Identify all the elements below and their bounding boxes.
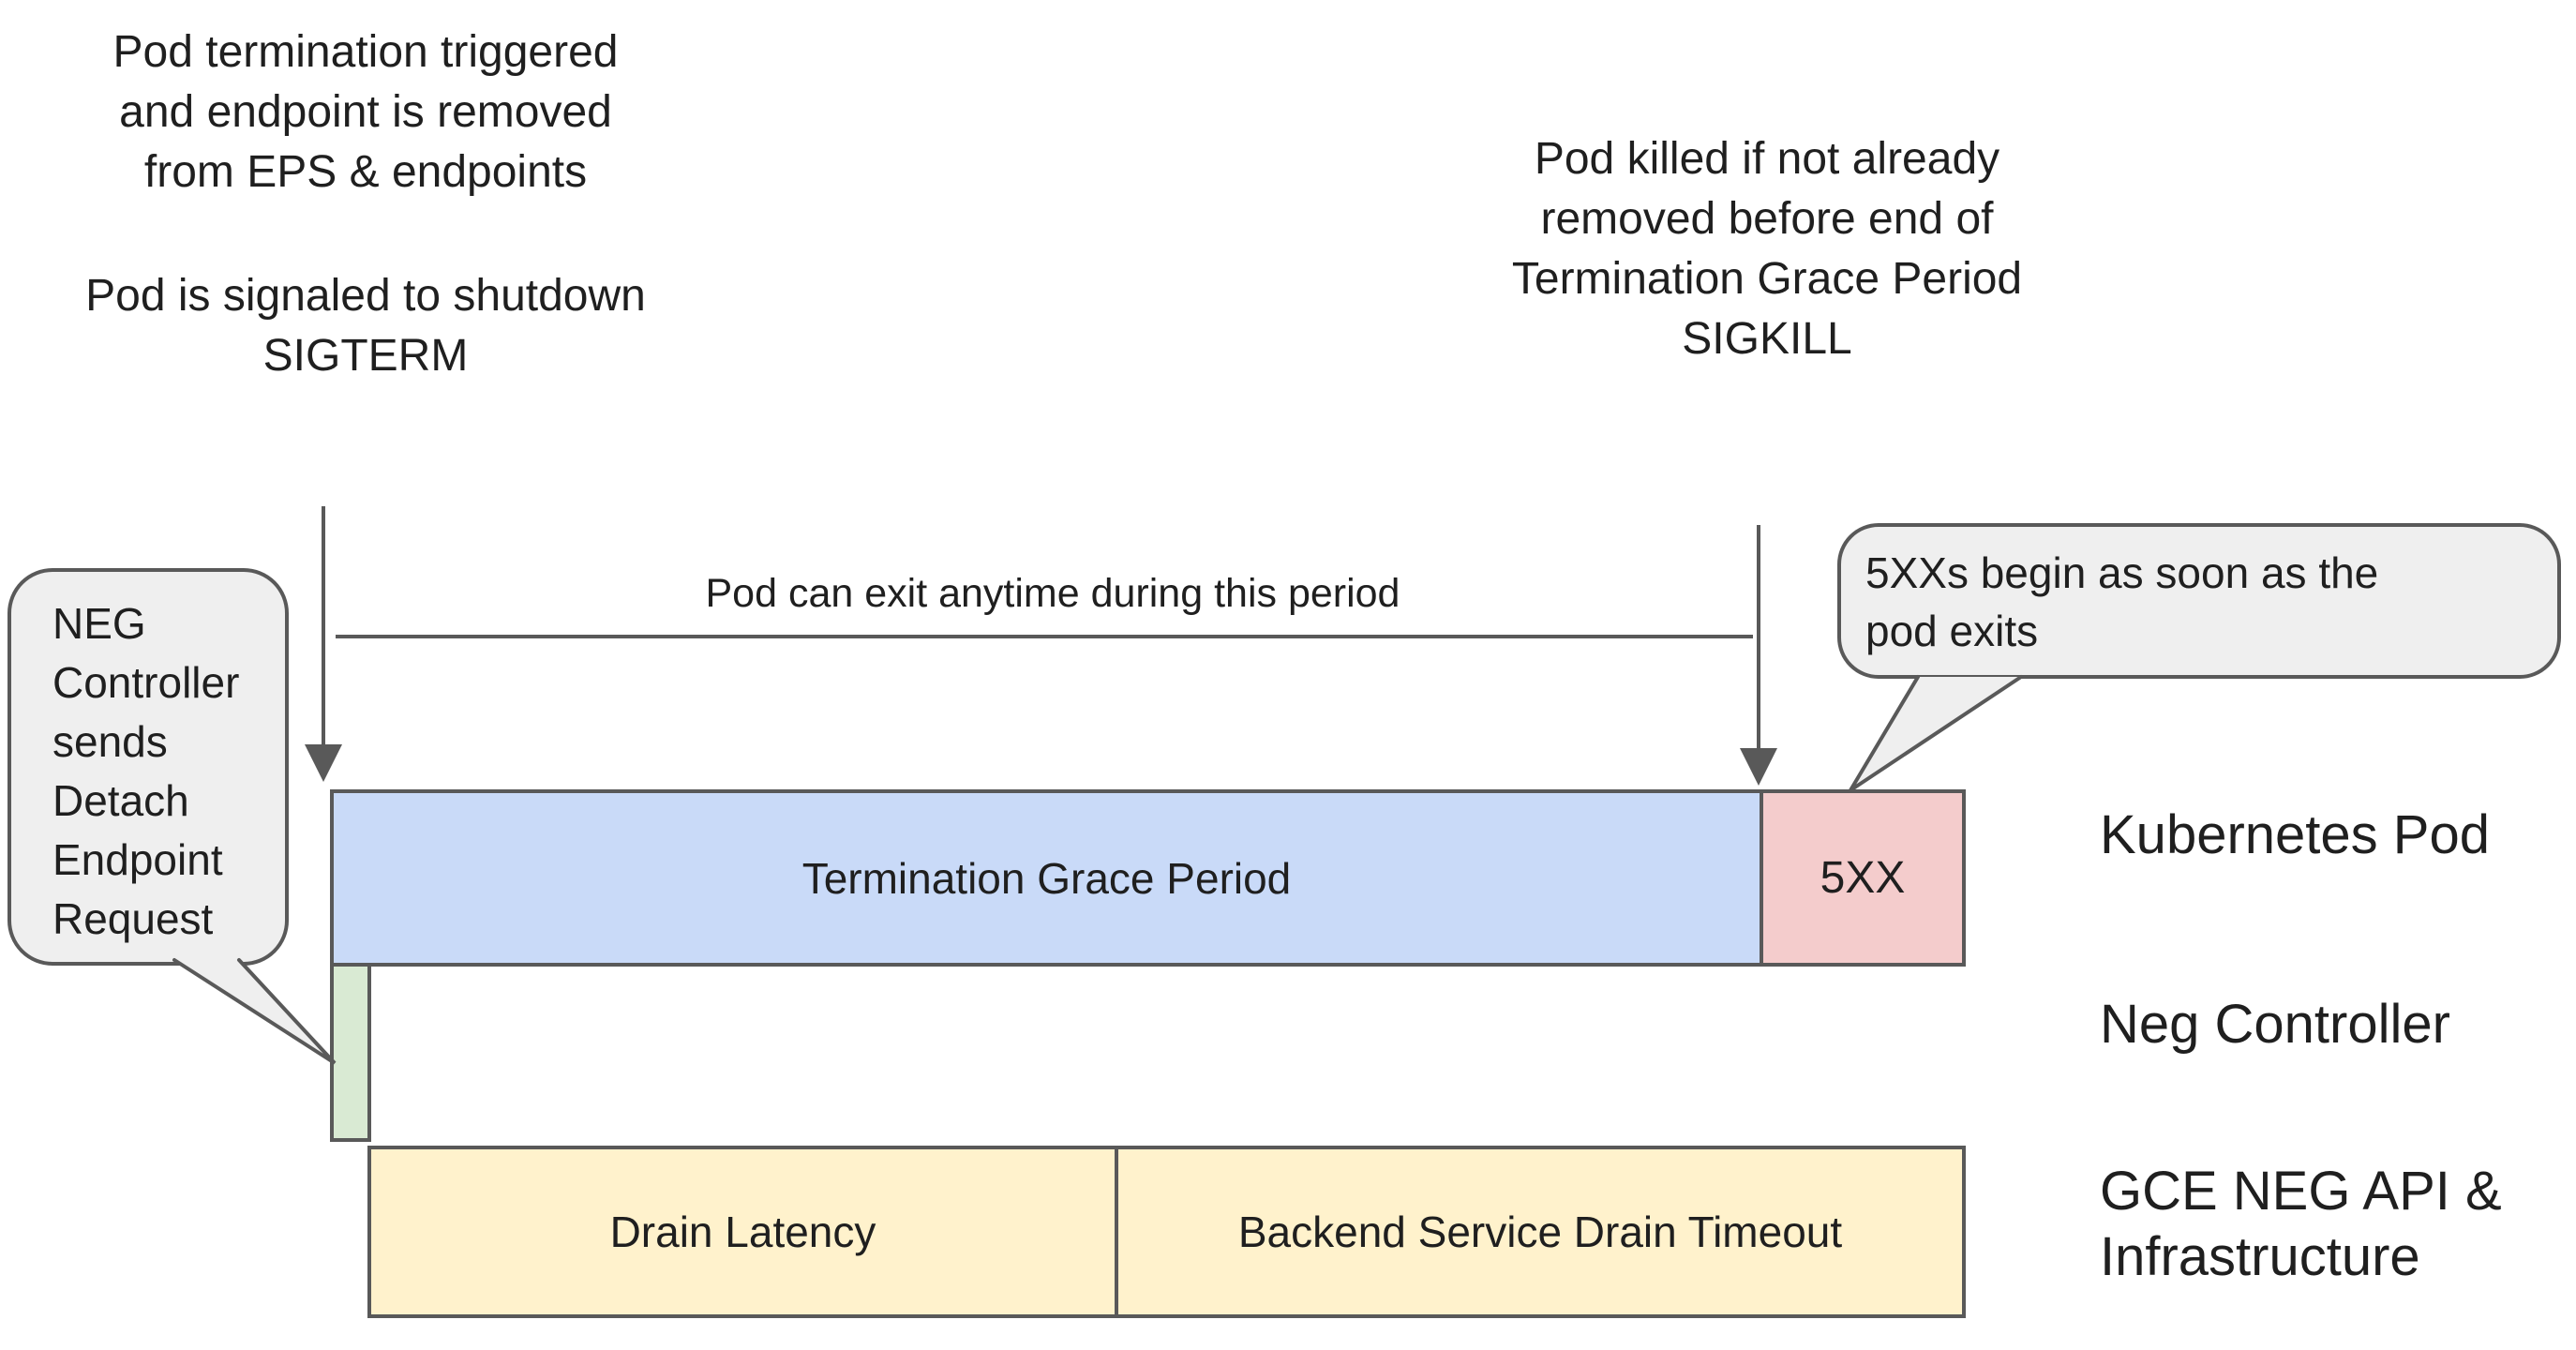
callout-line: pod exits: [1865, 607, 2039, 655]
annotation-line: removed before end of: [1540, 194, 1994, 244]
callout-line: Controller: [52, 658, 240, 707]
row-label-line: GCE NEG API &: [2100, 1161, 2502, 1222]
annotation-line: Pod termination triggered: [112, 27, 619, 77]
period-span-label: Pod can exit anytime during this period: [705, 571, 1400, 616]
sigkill-arrowhead-icon: [1740, 748, 1777, 786]
neg-controller-callout-bubble: NEG Controller sends Detach Endpoint Req…: [7, 568, 289, 966]
row-label-neg-controller: Neg Controller: [2100, 994, 2450, 1055]
annotation-line: Pod is signaled to shutdown: [85, 271, 646, 321]
backend-service-drain-timeout-label: Backend Service Drain Timeout: [1237, 1208, 1843, 1256]
annotation-line: SIGKILL: [1682, 314, 1852, 364]
annotation-line: Pod killed if not already: [1534, 134, 2000, 184]
gce-neg-timeline-bar: Drain Latency Backend Service Drain Time…: [367, 1146, 1966, 1318]
period-span-line: [336, 635, 1753, 638]
sigkill-arrow-line: [1757, 525, 1760, 750]
row-label-gce-neg-api: GCE NEG API & Infrastructure: [2100, 1159, 2502, 1290]
annotation-line: Termination Grace Period: [1511, 254, 2023, 304]
annotation-line: and endpoint is removed: [119, 87, 612, 137]
five-xx-callout-bubble: 5XXs begin as soon as the pod exits: [1837, 523, 2561, 679]
callout-line: Request: [52, 894, 214, 943]
drain-latency-label: Drain Latency: [609, 1208, 876, 1256]
callout-line: sends: [52, 717, 168, 766]
neg-callout-tail: [172, 958, 337, 1065]
annotation-pod-killed-sigkill: Pod killed if not already removed before…: [1439, 129, 2095, 369]
callout-line: Endpoint: [52, 835, 223, 884]
callout-line: Detach: [52, 776, 189, 825]
five-xx-segment: 5XX: [1760, 793, 1962, 963]
termination-grace-period-segment: Termination Grace Period: [334, 793, 1760, 963]
callout-line: 5XXs begin as soon as the: [1865, 548, 2379, 597]
annotation-pod-signaled-sigterm: Pod is signaled to shutdown SIGTERM: [37, 266, 694, 386]
annotation-line: from EPS & endpoints: [143, 147, 588, 197]
annotation-line: SIGTERM: [262, 331, 469, 381]
row-label-kubernetes-pod: Kubernetes Pod: [2100, 804, 2490, 865]
five-xx-label: 5XX: [1820, 853, 1906, 903]
five-xx-callout-tail: [1849, 675, 2023, 792]
annotation-pod-termination-triggered: Pod termination triggered and endpoint i…: [37, 22, 694, 202]
drain-latency-segment: Drain Latency: [371, 1149, 1115, 1314]
sigterm-arrowhead-icon: [305, 744, 342, 782]
callout-line: NEG: [52, 599, 146, 648]
backend-service-drain-timeout-segment: Backend Service Drain Timeout: [1115, 1149, 1962, 1314]
sigterm-arrow-line: [322, 506, 325, 746]
neg-controller-detach-segment: [330, 963, 371, 1142]
kubernetes-pod-timeline-bar: Termination Grace Period 5XX: [330, 789, 1966, 967]
row-label-line: Infrastructure: [2100, 1226, 2420, 1287]
termination-grace-period-label: Termination Grace Period: [801, 853, 1292, 903]
